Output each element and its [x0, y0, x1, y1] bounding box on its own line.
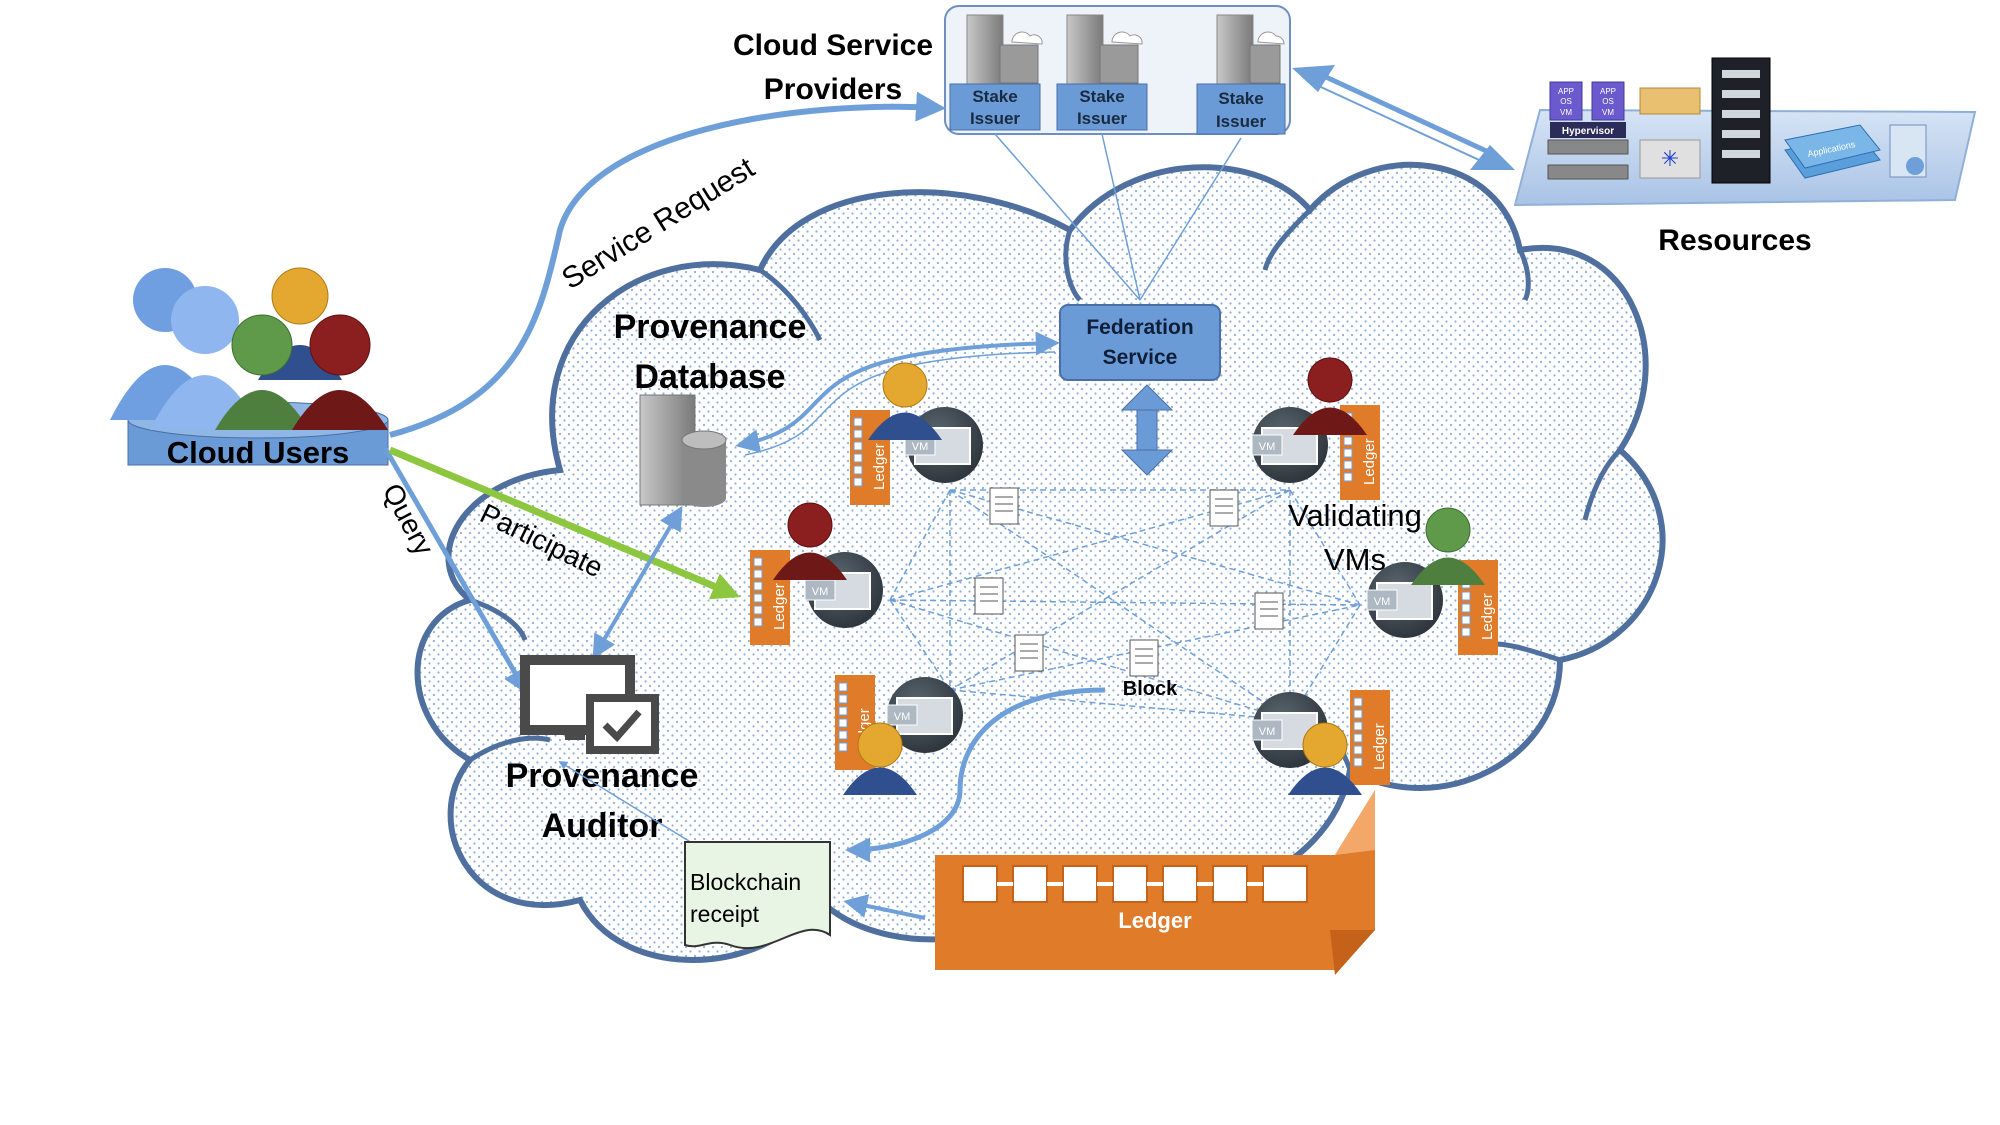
- blockchain-receipt-line2: receipt: [690, 901, 760, 927]
- stake-issuer-2-line1: Stake: [1079, 87, 1124, 106]
- vm-label: VM: [1259, 441, 1276, 453]
- db-federation-edge: [735, 331, 1060, 453]
- app-vm-icon: APP OS VM APP OS VM: [1549, 81, 1625, 121]
- ledger-label: Ledger: [1479, 593, 1496, 640]
- federation-service-line1: Federation: [1086, 316, 1193, 339]
- svg-text:VM: VM: [1560, 108, 1572, 117]
- vm-node-1: Ledger VM: [850, 362, 983, 505]
- document-icon: [1014, 634, 1044, 672]
- provenance-auditor: Provenance Auditor: [506, 655, 699, 845]
- cloud-users: Cloud Users: [110, 267, 389, 470]
- ledger-label: Ledger: [1361, 438, 1378, 485]
- validating-vms-line2: VMs: [1324, 542, 1386, 577]
- validating-vms-line1: Validating: [1288, 498, 1422, 533]
- document-icon: [1254, 592, 1284, 630]
- csp-label-line2: Providers: [764, 73, 902, 106]
- ledger-label: Ledger: [771, 583, 788, 630]
- cloud-icon: [1011, 31, 1043, 45]
- user-icon-red: [292, 314, 388, 430]
- monitor-check-icon: [520, 655, 659, 754]
- cloud-icon: [1257, 31, 1285, 45]
- stake-issuer-1-line2: Issuer: [970, 109, 1020, 128]
- disk-icon: [1889, 124, 1927, 178]
- resources-label: Resources: [1658, 224, 1811, 257]
- cloud-icon: [1111, 31, 1143, 45]
- block-documents: Block: [974, 487, 1284, 700]
- csp-label-line1: Cloud Service: [733, 29, 933, 62]
- hypervisor-icon: Hypervisor: [1547, 122, 1629, 180]
- resources: APP OS VM APP OS VM Hypervisor ✳: [1513, 57, 1977, 257]
- user-icon-green: [215, 314, 309, 430]
- block-label: Block: [1123, 678, 1178, 700]
- ledger-chain: Ledger: [935, 790, 1375, 975]
- storage-icon: ✳: [1639, 87, 1701, 179]
- vm-node-6: VM Ledger: [1251, 690, 1390, 795]
- svg-text:VM: VM: [1602, 108, 1614, 117]
- vm-node-4: VM Ledger: [1366, 507, 1498, 655]
- database-icon: [681, 430, 727, 507]
- vm-node-2: VM Ledger: [1251, 357, 1380, 500]
- applications-icon: Applications: [1784, 124, 1881, 179]
- document-icon: [989, 487, 1019, 525]
- stake-issuer-1: Stake Issuer: [949, 14, 1043, 131]
- ledger-label: Ledger: [871, 443, 888, 490]
- query-label: Query: [377, 478, 440, 560]
- federation-service-line2: Service: [1103, 346, 1178, 369]
- ledger-receipt-edge: [843, 894, 926, 920]
- rack-server-icon: [1711, 57, 1771, 184]
- document-icon: [974, 577, 1004, 615]
- document-icon: [1129, 639, 1159, 677]
- svg-text:OS: OS: [1602, 97, 1614, 106]
- vm-node-3: Ledger VM: [750, 502, 883, 645]
- stake-issuer-3-line1: Stake: [1218, 89, 1263, 108]
- stake-issuer-3: Stake Issuer: [1196, 14, 1286, 135]
- cloud-users-label: Cloud Users: [167, 435, 350, 470]
- vm-label: VM: [912, 441, 929, 453]
- stake-issuer-2-line2: Issuer: [1077, 109, 1127, 128]
- document-icon: [1209, 489, 1239, 527]
- stake-issuer-2: Stake Issuer: [1056, 14, 1148, 131]
- vm-node-5: Ledger VM: [835, 675, 963, 795]
- vm-label: VM: [894, 711, 911, 723]
- svg-text:Hypervisor: Hypervisor: [1562, 126, 1614, 137]
- vm-label: VM: [1374, 596, 1391, 608]
- vm-label: VM: [812, 586, 829, 598]
- provenance-database-line2: Database: [634, 358, 785, 396]
- blockchain-receipt-line1: Blockchain: [690, 869, 801, 895]
- provenance-auditor-line2: Auditor: [542, 807, 663, 845]
- svg-text:APP: APP: [1558, 87, 1574, 96]
- block-receipt-edge: [845, 687, 1106, 863]
- vm-label: VM: [1259, 726, 1276, 738]
- provenance-database: Provenance Database: [614, 308, 807, 507]
- svg-text:APP: APP: [1600, 87, 1616, 96]
- provenance-database-line1: Provenance: [614, 308, 807, 346]
- ledger-blocks: [962, 865, 1308, 903]
- ledger-label-big: Ledger: [1118, 908, 1192, 933]
- provenance-auditor-line1: Provenance: [506, 757, 699, 795]
- stake-issuer-3-line2: Issuer: [1216, 112, 1266, 131]
- stake-issuer-1-line1: Stake: [972, 87, 1017, 106]
- blockchain-receipt: Blockchain receipt: [684, 841, 831, 950]
- db-auditor-edge: [592, 505, 683, 660]
- ledger-label: Ledger: [1371, 723, 1388, 770]
- federation-service: Federation Service: [994, 133, 1242, 476]
- csp-resources-arrow: [1292, 65, 1515, 170]
- federation-vm-arrow: [1120, 384, 1174, 476]
- svg-text:✳: ✳: [1661, 146, 1679, 171]
- cloud-service-providers: Cloud Service Providers Stake Issuer Sta…: [733, 5, 1291, 135]
- svg-text:OS: OS: [1560, 97, 1572, 106]
